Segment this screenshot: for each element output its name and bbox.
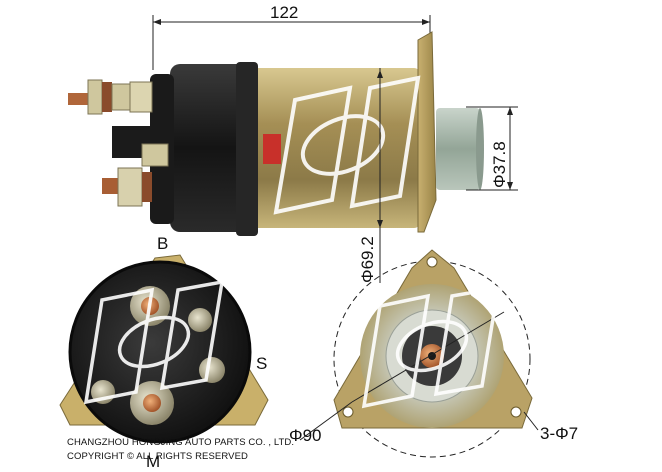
plunger-end-view: [299, 249, 539, 458]
mount-hole: [510, 406, 522, 418]
terminal-s-label: S: [256, 354, 268, 373]
mount-hole: [426, 256, 438, 268]
mounting-flange: [417, 31, 437, 233]
length-dimension: [152, 15, 431, 70]
plunger: [436, 108, 480, 190]
mount-hole: [342, 406, 354, 418]
stud-thread: [68, 93, 90, 105]
terminal-end-view: [59, 254, 269, 444]
terminal-m-label: M: [146, 452, 161, 471]
terminal-b-label: B: [157, 234, 169, 253]
solenoid-side-view: [68, 31, 484, 236]
mount-holes-label: 3-Φ7: [540, 424, 579, 443]
watermark-logo: [273, 75, 421, 215]
plunger-diameter-dimension: [466, 106, 518, 191]
company-name: CHANGZHOU HONGJING AUTO PARTS CO. , LTD.: [67, 437, 295, 448]
flange-diameter-label: Φ90: [289, 426, 322, 445]
body-diameter-dimension: [377, 68, 383, 283]
flange-diameter-line: [351, 311, 505, 403]
black-end-cap: [170, 64, 256, 232]
length-dimension-label: 122: [270, 3, 299, 22]
red-label: [263, 134, 281, 164]
plunger-diameter-label: Φ37.8: [490, 141, 509, 188]
body-diameter-label: Φ69.2: [358, 236, 377, 283]
copyright-notice: COPYRIGHT © ALL RIGHTS RESERVED: [67, 451, 248, 462]
